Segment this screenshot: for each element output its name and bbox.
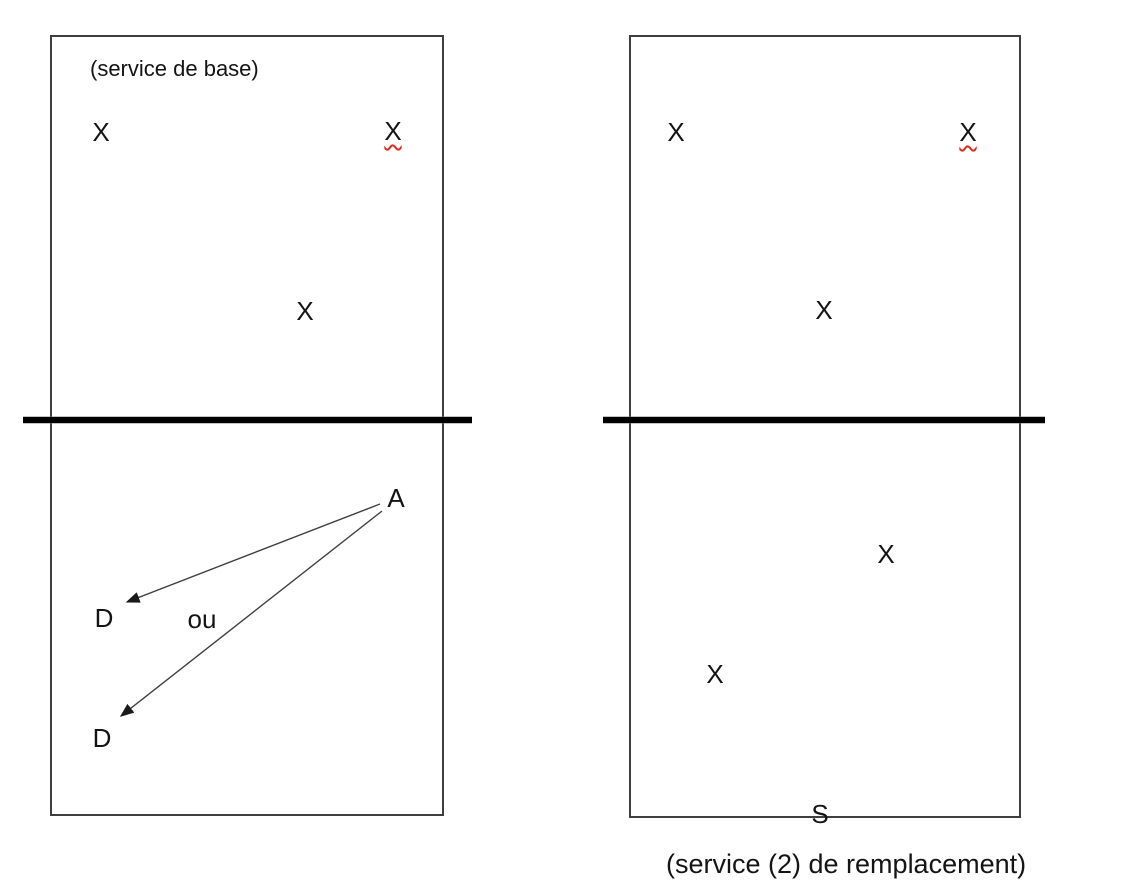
- player-x-marker: X: [959, 117, 977, 147]
- right-court-outline: [629, 35, 1021, 818]
- player-x-marker: X: [877, 539, 895, 569]
- right-court-net-line: [603, 417, 1045, 423]
- left-court-caption: (service de base): [90, 56, 259, 81]
- player-x-marker: X: [706, 659, 724, 689]
- player-x-marker: X: [384, 116, 402, 146]
- or-label: ou: [187, 604, 217, 634]
- player-x-marker: X: [296, 296, 314, 326]
- player-x-marker: X: [667, 117, 685, 147]
- player-x-marker: X: [92, 117, 110, 147]
- player-x-marker: X: [815, 295, 833, 325]
- left-court-net-line: [23, 417, 472, 423]
- server-s-marker: S: [811, 799, 829, 829]
- attacker-a-marker: A: [387, 483, 405, 513]
- right-court-caption: (service (2) de remplacement): [666, 849, 1027, 879]
- defender-d-marker: D: [92, 723, 112, 753]
- defender-d-marker: D: [94, 603, 114, 633]
- left-court-outline: [50, 35, 444, 816]
